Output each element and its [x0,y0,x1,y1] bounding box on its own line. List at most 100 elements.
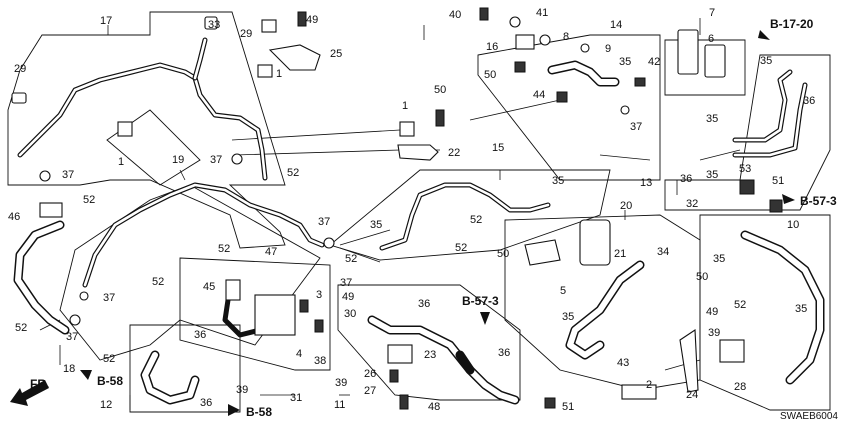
callout-18: 18 [63,363,75,375]
callout-40: 40 [449,9,461,21]
callout-21: 21 [614,248,626,260]
callout-7: 7 [709,7,715,19]
callout-28: 28 [734,381,746,393]
block-part-46 [39,202,63,218]
bolt-part-48 [399,394,409,410]
callout-16: 16 [486,41,498,53]
clamp-part-23 [387,344,413,364]
ref-b-58-bottom: B-58 [246,405,272,419]
ref-b-58-left-arrow [80,370,92,380]
callout-10: 10 [787,219,799,231]
callout-36c: 36 [418,298,430,310]
callout-38: 38 [314,355,326,367]
callout-23: 23 [424,349,436,361]
bolt-part-3 [299,299,309,313]
bolt-part-49a [297,11,307,27]
oring-part-37b [231,153,243,165]
callout-33: 33 [208,19,220,31]
callout-50a: 50 [434,84,446,96]
callout-37g: 37 [340,277,352,289]
callout-52a: 52 [287,167,299,179]
callout-52d: 52 [15,322,27,334]
callout-51a: 51 [772,175,784,187]
bolt-part-42 [634,77,646,87]
callout-39b: 39 [335,377,347,389]
bolt-part-50a [435,109,445,127]
callout-37a: 37 [62,169,74,181]
callout-36f: 36 [803,95,815,107]
callout-46: 46 [8,211,20,223]
front-label: FR. [30,377,49,391]
callout-43: 43 [617,357,629,369]
callout-53: 53 [739,163,751,175]
parts [11,7,783,410]
washer-part-8 [539,34,551,46]
callout-35f: 35 [760,55,772,67]
ref-b-58-left: B-58 [97,374,123,388]
oring-part-37e [69,314,81,326]
callout-52b: 52 [83,194,95,206]
nut-part-53 [739,179,755,195]
oring-part-37c [323,237,335,249]
callout-36b: 36 [200,397,212,409]
ref-b-57-3-right: B-57-3 [800,194,837,208]
washer-part-41 [509,16,521,28]
ref-b-57-3-right-arrow [782,194,795,204]
callout-8: 8 [563,31,569,43]
clip-part-1c [399,121,415,137]
callout-36d: 36 [498,347,510,359]
label-part-2 [621,384,657,400]
ref-b-57-3-middle: B-57-3 [462,294,499,308]
callout-37d: 37 [103,292,115,304]
bracket-part-24 [679,329,699,393]
oring-part-37f [620,105,630,115]
ref-b-17-20-arrow [758,30,770,40]
connector-part-45 [225,279,241,301]
callout-11: 11 [334,399,345,411]
callout-52g: 52 [470,214,482,226]
callout-5: 5 [560,285,566,297]
callout-30: 30 [344,308,356,320]
oring-part-37a [39,170,51,182]
callouts: 17 33 49 29 25 1 29 1 37 37 19 52 52 46 … [8,7,815,413]
callout-13: 13 [640,177,652,189]
callout-52e: 52 [103,353,115,365]
callout-48: 48 [428,401,440,413]
callout-49a: 49 [306,14,318,26]
callout-1c: 1 [402,100,408,112]
bolt-part-50b [514,61,526,73]
callout-47: 47 [265,246,277,258]
callout-27: 27 [364,385,376,397]
callout-49c: 49 [706,306,718,318]
callout-39a: 39 [236,384,248,396]
callout-35i: 35 [795,303,807,315]
bracket-part-receiver [524,239,561,266]
bolt-part-40 [479,7,489,21]
callout-50b: 50 [484,69,496,81]
bracket-part-16 [515,34,535,50]
callout-34: 34 [657,246,669,258]
bolt-part-44 [556,91,568,103]
callout-52f: 52 [152,276,164,288]
ref-b-58-bottom-arrow [228,404,240,416]
callout-1a: 1 [276,68,282,80]
callout-35e: 35 [706,169,718,181]
callout-52c: 52 [218,243,230,255]
clamp-part-28 [719,339,745,363]
callout-1b: 1 [118,156,124,168]
callout-35d: 35 [706,113,718,125]
clip-part-33 [204,16,218,30]
callout-52h: 52 [455,242,467,254]
callout-42: 42 [648,56,660,68]
callout-50c: 50 [497,248,509,260]
callout-19: 19 [172,154,184,166]
callout-6: 6 [708,33,714,45]
callout-44: 44 [533,89,545,101]
clip-part-29b [261,19,277,33]
bolt-part-26 [389,369,399,383]
nut-part-51b [544,397,556,409]
hoses-and-pipes [13,37,825,405]
bracket-part-25 [268,44,321,71]
ref-b-57-3-middle-arrow [480,312,490,325]
